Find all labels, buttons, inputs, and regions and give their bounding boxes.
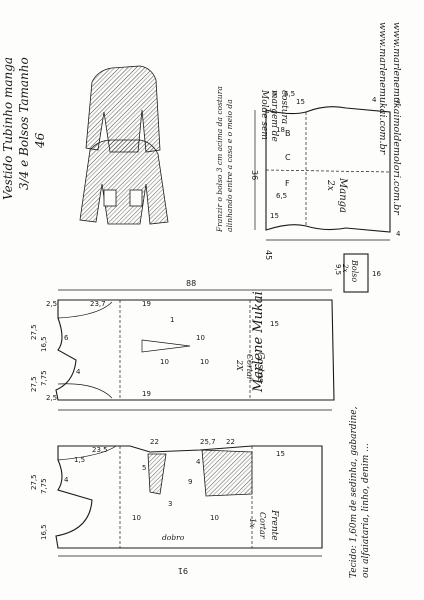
- front-dim-10: 3: [168, 500, 172, 508]
- back-dim-12: 4: [76, 368, 81, 376]
- front-pattern: Frente Cortar 1x dobro 91 27,5 16,5 7,75…: [30, 438, 323, 575]
- sleeve-dim-width: 45: [264, 250, 273, 260]
- front-dim-4: 23,5: [92, 446, 108, 454]
- sleeve-point-f: F: [285, 179, 290, 188]
- front-dim-6: 22: [150, 438, 159, 446]
- sleeve-dim-g: 18: [276, 126, 285, 134]
- back-dim-4: 15: [270, 320, 279, 328]
- sleeve-label: Manga: [337, 177, 348, 213]
- front-dim-15: 10: [132, 514, 141, 522]
- back-dim-2: 19: [142, 300, 151, 308]
- front-pocket-right: [129, 189, 143, 207]
- front-pocket-left: [103, 189, 117, 207]
- signature: Marlene Mukai: [251, 291, 266, 393]
- no-seam-note: Molde sem margem de costura: [259, 89, 289, 142]
- sleeve-dim-length: 36: [250, 170, 259, 180]
- sleeve-dim-h: 4: [396, 230, 401, 238]
- front-dim-9: 5: [142, 464, 146, 472]
- front-dim-5: 25,7: [200, 438, 216, 446]
- pocket-cut: 2x: [341, 263, 349, 272]
- pocket-dim-height: 16: [372, 270, 381, 278]
- back-dim-9: 7,75: [40, 370, 48, 386]
- back-dim-16: 10: [200, 358, 209, 366]
- front-dim-16: 10: [210, 514, 219, 522]
- sleeve-dim-f: 15: [270, 212, 279, 220]
- title-line2: 3/4 e Bolsos Tamanho: [17, 57, 31, 190]
- back-cut: Cortar: [245, 354, 254, 382]
- front-dim-14: 1,5: [74, 456, 85, 464]
- sleeve-cut: 2x: [325, 179, 335, 191]
- sleeve-dim-i: 4: [372, 96, 377, 104]
- website-2: www.marlenemukaimoldemolori.com.br: [391, 22, 402, 216]
- front-dim-8: 15: [276, 450, 285, 458]
- no-seam-line-3: costura: [279, 90, 289, 124]
- fabric-line-1: Tecido: 1,60m de sedinha, gabardine,: [349, 406, 359, 578]
- sleeve-dim-b: 5: [272, 90, 276, 98]
- website-1: www.marlenemukai.com.br: [377, 22, 388, 156]
- front-label: Frente: [269, 509, 279, 541]
- back-dim-3: 19: [142, 390, 151, 398]
- title-line1: Vestido Tubinho manga: [1, 57, 15, 200]
- sleeve-dim-e: 15: [296, 98, 305, 106]
- no-seam-line-2: margem de: [269, 90, 279, 142]
- pocket-dim-width: 9,5: [334, 264, 342, 275]
- back-dim-5: 10: [196, 334, 205, 342]
- back-dim-15: 10: [160, 358, 169, 366]
- back-pattern: Costas Cortar 2X 88 23,7 19 19 15 10 27,…: [30, 279, 335, 411]
- pocket-note-line-2: alinhando entre a casa e o meio da: [225, 99, 234, 232]
- front-dim-3: 7,75: [40, 478, 48, 494]
- sleeve-dim-c: 6,5: [284, 90, 295, 98]
- back-dim-total: 88: [186, 279, 196, 288]
- sleeve-pattern: Manga 2x 36 45 4 5 6,5 6,5 15 15 18 4 4 …: [250, 90, 401, 260]
- title-size: 46: [33, 132, 47, 149]
- front-fold: dobro: [162, 533, 185, 542]
- back-dim-11: 2,5: [46, 394, 57, 402]
- dress-illustration-back: [85, 65, 161, 153]
- front-dim-11: 4: [64, 476, 69, 484]
- front-cut-count: 1x: [248, 518, 257, 528]
- front-dim-2: 16,5: [40, 524, 48, 540]
- pocket-label: Bolso: [350, 259, 359, 282]
- pocket-pattern: Bolso 2x 9,5 16: [334, 253, 381, 293]
- sleeve-dim-a: 4: [396, 98, 401, 106]
- back-dim-1: 23,7: [90, 300, 106, 308]
- back-dim-13: 6: [64, 334, 69, 342]
- fabric-note: Tecido: 1,60m de sedinha, gabardine, ou …: [349, 406, 371, 578]
- websites: www.marlenemukai.com.br www.marlenemukai…: [377, 22, 402, 216]
- back-label: Costas: [255, 352, 265, 383]
- pocket-note-line-1: Franzir o bolso 3 cm acima da costura: [215, 86, 224, 233]
- sleeve-point-b: B: [285, 129, 291, 138]
- pocket-note: Franzir o bolso 3 cm acima da costura al…: [215, 86, 234, 233]
- back-dim-14: 1: [170, 316, 174, 324]
- front-dim-7: 22: [226, 438, 235, 446]
- back-dim-6: 27,5: [30, 324, 38, 340]
- back-dim-7: 27,5: [30, 376, 38, 392]
- dress-illustration-front: [79, 139, 169, 225]
- back-dim-10: 2,5: [46, 300, 57, 308]
- front-dim-1: 27,5: [30, 474, 38, 490]
- sleeve-dim-d: 6,5: [276, 192, 287, 200]
- front-dim-total: 91: [178, 566, 188, 575]
- back-cut-count: 2X: [235, 359, 244, 371]
- front-dim-12: 4: [196, 458, 201, 466]
- fabric-line-2: ou alfaiataria, linho, denim ...: [361, 443, 371, 578]
- title-block: Vestido Tubinho manga 3/4 e Bolsos Taman…: [1, 57, 47, 200]
- front-dim-13: 9: [188, 478, 192, 486]
- sleeve-point-c: C: [285, 153, 291, 162]
- no-seam-line-1: Molde sem: [259, 89, 269, 140]
- back-dim-8: 16,5: [40, 336, 48, 352]
- front-cut: Cortar: [258, 512, 267, 540]
